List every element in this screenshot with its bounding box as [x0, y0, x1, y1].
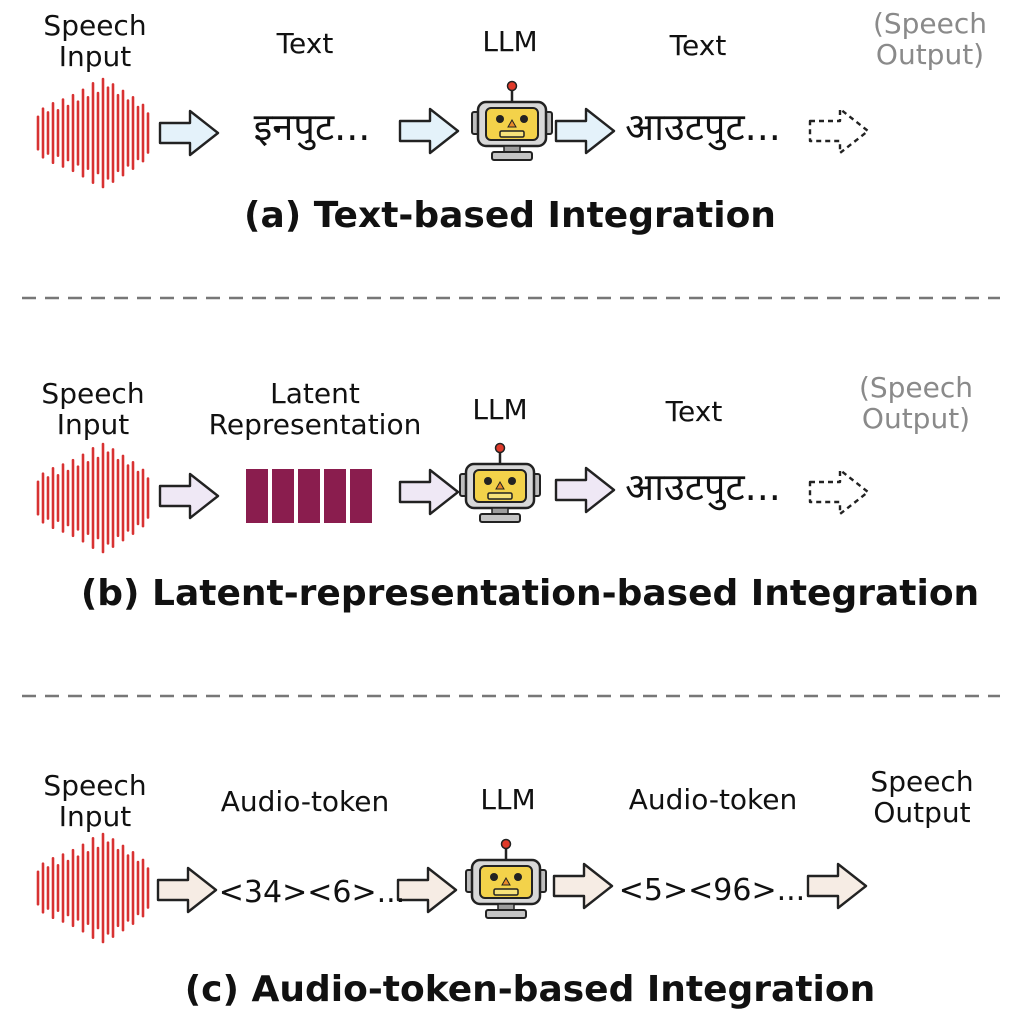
latent-representation-blocks	[246, 469, 372, 523]
arrow-right-icon	[156, 866, 218, 914]
speech-waveform-icon	[872, 78, 994, 186]
arrow-right-icon	[554, 466, 616, 514]
panel-c-out-label: Audio-token	[628, 783, 798, 816]
arrow-right-icon	[158, 472, 220, 520]
speech-waveform-icon	[36, 442, 150, 554]
panel-a-out-content: आउटपुट...	[625, 105, 781, 149]
robot-icon	[465, 838, 547, 919]
arrow-right-icon	[158, 109, 220, 157]
panel-b-out-content: आउटपुट...	[625, 465, 781, 509]
panel-a-llm-label: LLM	[482, 25, 538, 58]
panel-c-caption: (c) Audio-token-based Integration	[184, 969, 876, 1010]
latent-block-icon	[298, 469, 320, 523]
panel-c-out-content: <5><96>...	[618, 873, 806, 908]
speech-waveform-icon	[36, 77, 150, 189]
panel-b-llm-label: LLM	[472, 393, 528, 426]
dashed-arrow-icon	[808, 107, 870, 155]
panel-c-llm-label: LLM	[480, 783, 536, 816]
panel-c-mid-content: <34><6>...	[218, 875, 406, 910]
robot-icon	[459, 442, 541, 523]
arrow-right-icon	[806, 862, 868, 910]
panel-a-mid-label: Text	[276, 27, 334, 60]
panel-c-mid-label: Audio-token	[220, 785, 390, 818]
panel-b-caption: (b) Latent-representation-based Integrat…	[80, 573, 980, 614]
dashed-arrow-icon	[808, 468, 870, 516]
panel-a-out-label: Text	[669, 29, 727, 62]
panel-b-out-label: Text	[665, 395, 723, 428]
robot-icon	[471, 80, 553, 161]
panel-a-mid-content: इनपुट...	[253, 105, 371, 149]
arrow-right-icon	[398, 468, 460, 516]
arrow-right-icon	[554, 107, 616, 155]
speech-waveform-icon	[36, 832, 150, 944]
latent-block-icon	[350, 469, 372, 523]
arrow-right-icon	[398, 107, 460, 155]
speech-waveform-icon	[872, 440, 994, 548]
latent-block-icon	[246, 469, 268, 523]
arrow-right-icon	[552, 862, 614, 910]
speech-waveform-icon	[872, 827, 994, 937]
latent-block-icon	[272, 469, 294, 523]
panel-a-caption: (a) Text-based Integration	[244, 195, 776, 236]
latent-block-icon	[324, 469, 346, 523]
arrow-right-icon	[396, 866, 458, 914]
